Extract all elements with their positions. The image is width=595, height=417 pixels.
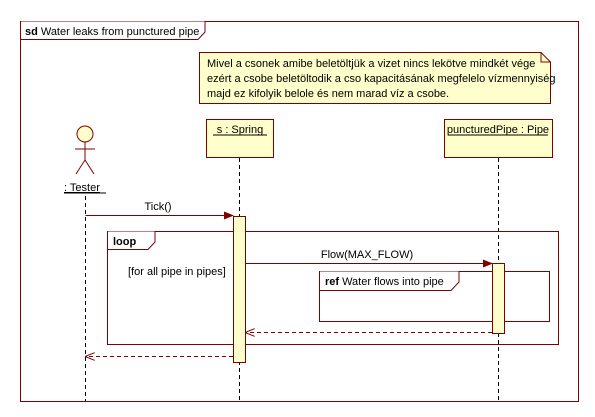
flow-message-label: Flow(MAX_FLOW)	[321, 249, 413, 261]
spring-activation	[233, 216, 246, 363]
pipe-lifeline-head	[444, 119, 553, 158]
spring-label: s : Spring	[217, 124, 263, 136]
tick-message-label: Tick()	[144, 201, 171, 213]
note-line-3: majd ez kifolyik belole és nem marad víz…	[207, 88, 449, 100]
frame-keyword: sd	[25, 26, 38, 38]
note-fold	[540, 52, 551, 63]
ref-label: Water flows into pipe	[342, 276, 444, 288]
note-line-1: Mivel a csonek amibe beletöltjük a vizet…	[207, 58, 535, 70]
loop-keyword: loop	[113, 236, 136, 248]
pipe-activation	[492, 263, 505, 334]
tester-label: : Tester	[64, 182, 100, 194]
frame-title-text: Water leaks from punctured pipe	[41, 26, 200, 38]
frame-title-tab	[20, 21, 206, 40]
loop-fragment	[107, 231, 559, 345]
note-line-2: ezért a csobe beletöltodik a cso kapacit…	[207, 73, 556, 85]
actor-head	[76, 125, 94, 143]
loop-guard: [for all pipe in pipes]	[128, 266, 226, 278]
ref-tab	[319, 271, 460, 291]
note-box	[199, 52, 551, 104]
loop-tab	[107, 231, 156, 250]
tester-actor	[75, 125, 95, 175]
pipe-label: puncturedPipe : Pipe	[447, 124, 549, 136]
spring-lifeline-head	[206, 119, 274, 158]
ref-keyword: ref	[325, 276, 339, 288]
